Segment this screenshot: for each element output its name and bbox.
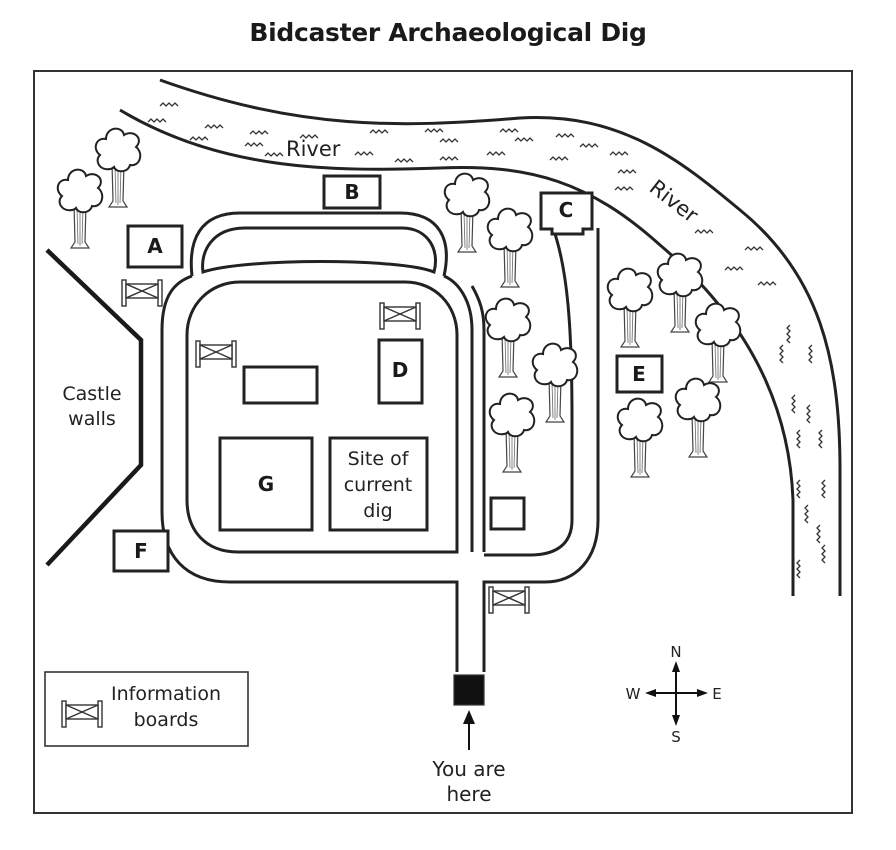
you-are-here-label-line2: here (446, 782, 491, 806)
you-are-here-label-line1: You are (431, 757, 505, 781)
current-dig-label-line1: Site of (348, 448, 410, 470)
tree-icon (674, 377, 722, 458)
location-A-label: A (147, 234, 163, 258)
compass-west: W (626, 685, 641, 703)
tree-icon (443, 172, 491, 253)
legend-label-line2: boards (134, 709, 199, 731)
arrow-up-icon (672, 661, 680, 672)
location-B-label: B (344, 180, 359, 204)
location-E[interactable]: E (615, 354, 664, 394)
tree-icon (606, 267, 654, 348)
legend: Information boards (44, 671, 249, 747)
tree-icon (484, 297, 532, 378)
location-D[interactable]: D (377, 338, 424, 405)
you-are-here-marker: You are here (431, 674, 506, 806)
information-board-icon[interactable] (379, 302, 421, 330)
castle-walls-label-line1: Castle (62, 383, 121, 405)
tree-icon (56, 168, 104, 249)
location-F[interactable]: F (112, 529, 170, 573)
unlabeled-building (242, 365, 319, 405)
castle-walls: Castle walls (45, 248, 144, 567)
tree-icon (694, 302, 742, 383)
arrow-left-icon (645, 689, 656, 697)
tree-icon (488, 392, 536, 473)
information-board-icon[interactable] (195, 340, 237, 368)
location-E-label: E (632, 362, 646, 386)
map-title: Bidcaster Archaeological Dig (249, 18, 647, 47)
current-dig-label-line3: dig (363, 500, 392, 522)
current-dig-site[interactable]: Site of current dig (328, 436, 429, 532)
river-label: River (286, 137, 341, 161)
information-board-icon[interactable] (121, 279, 163, 307)
castle-walls-label-line2: walls (68, 408, 116, 430)
compass-south: S (671, 728, 681, 746)
map-frame (33, 70, 853, 814)
location-A[interactable]: A (126, 224, 184, 269)
location-F-label: F (134, 539, 148, 563)
location-B[interactable]: B (322, 174, 382, 210)
compass-rose: N S W E (626, 643, 722, 746)
legend-label-line1: Information (111, 683, 221, 705)
compass-north: N (670, 643, 681, 661)
arrow-down-icon (672, 715, 680, 726)
tree-icon (616, 397, 664, 478)
location-C[interactable]: C (539, 191, 594, 236)
tree-icon (486, 207, 534, 288)
river-label-2: River (645, 175, 703, 228)
arrow-right-icon (697, 689, 708, 697)
road-network (160, 211, 600, 672)
information-board-icon[interactable] (488, 586, 530, 614)
compass-east: E (712, 685, 721, 703)
location-G[interactable]: G (218, 436, 314, 532)
location-C-label: C (559, 198, 574, 222)
location-G-label: G (258, 472, 274, 496)
current-dig-label-line2: current (344, 474, 413, 496)
small-unlabeled-building (489, 496, 526, 531)
location-D-label: D (392, 358, 409, 382)
